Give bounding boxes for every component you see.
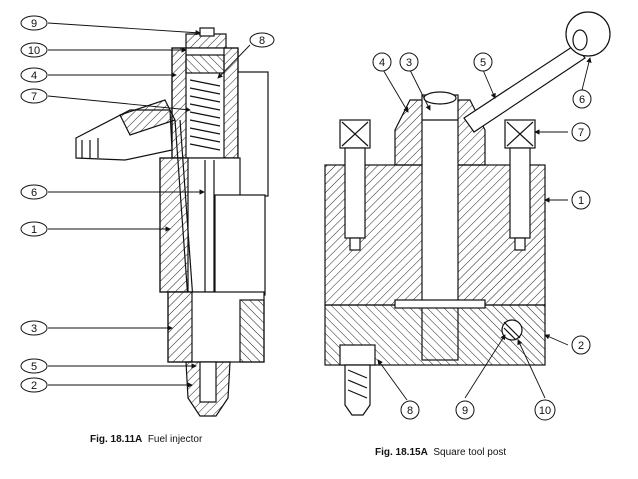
svg-text:4: 4 xyxy=(31,70,37,82)
fuel-injector-callout-2: 2 xyxy=(20,377,48,393)
fuel-injector-caption-title: Fuel injector xyxy=(147,434,203,445)
svg-text:9: 9 xyxy=(31,18,37,30)
tool-post-drawing xyxy=(324,11,611,416)
tool-post-callout-1: 1 xyxy=(571,190,591,210)
tool-post-callout-9: 9 xyxy=(455,400,475,420)
svg-text:6: 6 xyxy=(31,187,37,199)
tool-post-callout-8: 8 xyxy=(400,400,420,420)
fuel-injector-drawing xyxy=(75,27,269,417)
svg-text:1: 1 xyxy=(31,224,37,236)
tool-post-caption: Fig. 18.15A Square tool post xyxy=(375,447,506,458)
svg-text:7: 7 xyxy=(31,91,37,103)
fuel-injector-caption-number: Fig. 18.11A xyxy=(90,434,143,445)
svg-text:10: 10 xyxy=(539,405,551,417)
tool-post-callout-10: 10 xyxy=(534,399,556,421)
tool-post-callout-2: 2 xyxy=(571,335,591,355)
svg-text:8: 8 xyxy=(407,405,413,417)
fuel-injector-callout-8: 8 xyxy=(249,32,275,48)
fuel-injector-callout-3: 3 xyxy=(20,320,48,336)
tool-post-callout-4: 4 xyxy=(372,52,392,72)
tool-post-callout-6: 6 xyxy=(572,89,592,109)
tool-post-caption-number: Fig. 18.15A xyxy=(375,447,428,458)
svg-text:1: 1 xyxy=(578,195,584,207)
tool-post-callout-3: 3 xyxy=(399,52,419,72)
svg-text:4: 4 xyxy=(379,57,385,69)
tool-post-callout-7: 7 xyxy=(571,122,591,142)
svg-text:5: 5 xyxy=(31,361,37,373)
fuel-injector-caption: Fig. 18.11A Fuel injector xyxy=(90,434,202,445)
svg-text:3: 3 xyxy=(406,57,412,69)
fuel-injector-leaders xyxy=(47,22,251,388)
tool-post-leaders xyxy=(377,57,592,401)
fuel-injector-callout-9: 9 xyxy=(20,15,48,31)
svg-text:7: 7 xyxy=(578,127,584,139)
svg-text:9: 9 xyxy=(462,405,468,417)
fuel-injector-callout-1: 1 xyxy=(20,221,48,237)
svg-text:3: 3 xyxy=(31,323,37,335)
fuel-injector-callout-7: 7 xyxy=(20,88,48,104)
svg-text:8: 8 xyxy=(259,35,265,47)
tool-post-caption-title: Square tool post xyxy=(433,447,507,458)
svg-text:10: 10 xyxy=(28,45,40,57)
fuel-injector-callout-4: 4 xyxy=(20,67,48,83)
tool-post-callout-5: 5 xyxy=(473,52,493,72)
fuel-injector-callout-10: 10 xyxy=(20,42,48,58)
svg-text:5: 5 xyxy=(480,57,486,69)
svg-text:2: 2 xyxy=(31,380,37,392)
fuel-injector-callout-5: 5 xyxy=(20,358,48,374)
svg-text:6: 6 xyxy=(579,94,585,106)
svg-text:2: 2 xyxy=(578,340,584,352)
fuel-injector-callout-6: 6 xyxy=(20,184,48,200)
